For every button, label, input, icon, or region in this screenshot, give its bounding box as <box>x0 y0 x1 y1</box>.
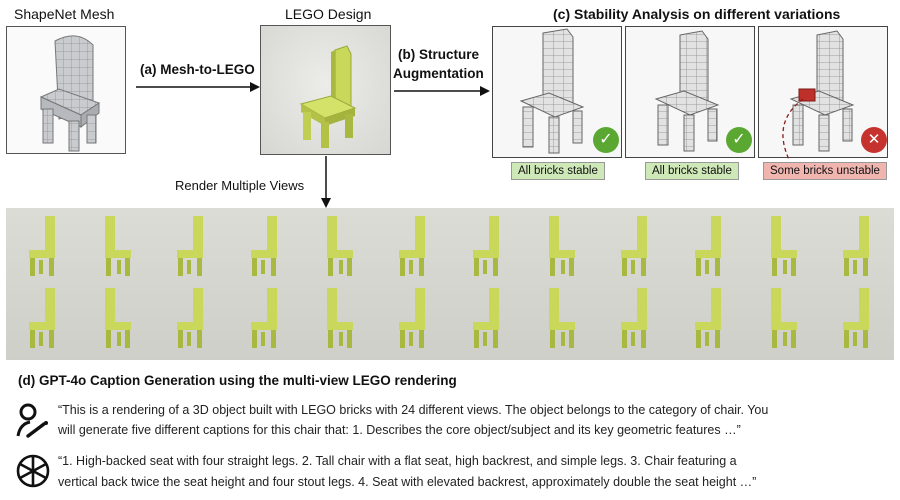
arrow-mesh-to-lego <box>136 82 260 92</box>
structure-augmentation-label-1: (b) Structure <box>398 47 479 62</box>
chair-view <box>771 288 797 348</box>
prompt-line-2: will generate five different captions fo… <box>58 423 741 437</box>
structure-augmentation-label-2: Augmentation <box>393 66 484 81</box>
lego-design-label: LEGO Design <box>285 6 372 22</box>
stability-variant-1: ✓ <box>492 26 622 158</box>
caption-title: (d) GPT-4o Caption Generation using the … <box>18 373 457 388</box>
chair-view <box>399 216 425 276</box>
cross-icon: ✕ <box>861 127 887 153</box>
response-line-1: “1. High-backed seat with four straight … <box>58 454 737 468</box>
unstable-bricks <box>798 88 816 102</box>
lego-design-panel <box>260 25 391 155</box>
render-views-label: Render Multiple Views <box>175 178 305 193</box>
status-badge: Some bricks unstable <box>763 162 887 180</box>
user-icon <box>16 403 48 438</box>
lego-chair-gray-illustration <box>519 28 585 154</box>
chair-view <box>621 216 647 276</box>
lego-chair-gray-illustration <box>782 30 855 178</box>
prompt-line-1: “This is a rendering of a 3D object buil… <box>58 403 769 417</box>
openai-logo-icon <box>16 454 50 488</box>
lego-chair-gray-illustration <box>654 30 720 152</box>
stability-variant-3: ✕ <box>758 26 888 178</box>
multi-view-renders <box>6 208 894 360</box>
chair-view <box>327 216 353 276</box>
chair-view <box>251 216 277 276</box>
shapenet-mesh-panel <box>6 26 126 154</box>
chair-view <box>251 288 277 348</box>
chair-view <box>621 288 647 348</box>
arrow-structure-augmentation <box>394 86 490 96</box>
chair-view <box>549 288 575 348</box>
chair-view <box>473 288 499 348</box>
chair-view <box>105 288 131 348</box>
chair-view <box>29 288 55 348</box>
chair-view <box>549 216 575 276</box>
mesh-to-lego-label: (a) Mesh-to-LEGO <box>140 62 255 77</box>
chair-view <box>327 288 353 348</box>
arrow-render-views <box>321 156 331 208</box>
check-icon: ✓ <box>726 127 752 153</box>
chair-view <box>843 288 869 348</box>
stability-title: (c) Stability Analysis on different vari… <box>553 6 841 22</box>
chair-view <box>695 288 721 348</box>
response-line-2: vertical back twice the seat height and … <box>58 475 757 489</box>
chair-view <box>399 288 425 348</box>
check-icon: ✓ <box>593 127 619 153</box>
chair-view <box>771 216 797 276</box>
status-badge: All bricks stable <box>645 162 739 180</box>
shapenet-mesh-label: ShapeNet Mesh <box>14 6 115 22</box>
status-badge: All bricks stable <box>511 162 605 180</box>
chair-view <box>473 216 499 276</box>
mesh-chair-illustration <box>39 35 101 152</box>
multi-view-chairs <box>29 216 869 348</box>
lego-chair-illustration <box>299 45 357 148</box>
chair-view <box>177 216 203 276</box>
chair-view <box>29 216 55 276</box>
chair-view <box>695 216 721 276</box>
chair-view <box>177 288 203 348</box>
chair-view <box>843 216 869 276</box>
stability-variant-2: ✓ <box>625 26 755 158</box>
chair-view <box>105 216 131 276</box>
